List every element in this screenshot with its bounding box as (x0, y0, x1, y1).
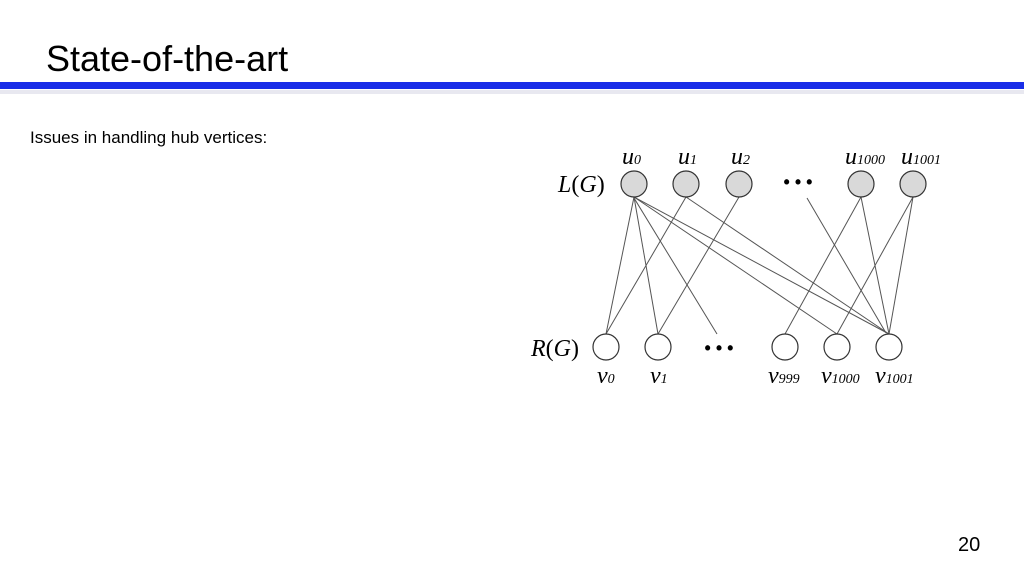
graph-labels: u0 u1 u2 u1000 u1001 v0 v1 v999 v1000 v1001 (597, 144, 941, 389)
vertex-v999 (771, 333, 799, 361)
vertex-label-u1001: u1001 (901, 144, 941, 170)
edge-ellipsis-to-v1001 (806, 197, 887, 334)
edge-u1000-v999 (784, 196, 862, 335)
vertex-label-v999: v999 (768, 363, 800, 389)
edge-u0-v1000 (633, 196, 838, 335)
vertex-u0 (620, 170, 648, 198)
title-rule (0, 82, 1024, 89)
slide-title: State-of-the-art (46, 38, 289, 79)
edge-u0-v1001 (633, 196, 890, 335)
graph-edges (605, 196, 914, 335)
vertex-v1000 (823, 333, 851, 361)
vertex-u1001 (899, 170, 927, 198)
bullet-text: Issues in handling hub vertices: (30, 128, 268, 147)
right-ellipsis: • • • (705, 338, 734, 358)
graph-vertices (592, 170, 927, 361)
page-number: 20 (958, 534, 981, 556)
vertex-label-u1000: u1000 (845, 144, 885, 170)
graph-partial-edges (633, 197, 887, 335)
vertex-label-v1: v1 (650, 363, 668, 389)
vertex-u1000 (847, 170, 875, 198)
vertex-label-v1000: v1000 (821, 363, 860, 389)
vertex-label-u1: u1 (678, 144, 697, 170)
edge-u0-v0 (605, 196, 635, 335)
left-ellipsis: • • • (784, 172, 813, 192)
title-rule-shadow (0, 90, 1024, 94)
left-set-label: L(G) (557, 172, 605, 198)
vertex-label-u0: u0 (622, 144, 641, 170)
right-set-label: R(G) (530, 336, 579, 362)
vertex-v0 (592, 333, 620, 361)
vertex-v1001 (875, 333, 903, 361)
vertex-v1 (644, 333, 672, 361)
edge-u1-v1001 (685, 196, 890, 335)
edge-u1001-v1000 (836, 196, 914, 335)
edge-u2-v1 (657, 196, 740, 335)
edge-u1-v0 (605, 196, 687, 335)
vertex-label-v0: v0 (597, 363, 615, 389)
vertex-label-u2: u2 (731, 144, 750, 170)
vertex-u1 (672, 170, 700, 198)
vertex-u2 (725, 170, 753, 198)
edge-u1001-v1001 (888, 196, 914, 335)
vertex-label-v1001: v1001 (875, 363, 914, 389)
edge-u0-to-ellipsis (633, 197, 718, 335)
